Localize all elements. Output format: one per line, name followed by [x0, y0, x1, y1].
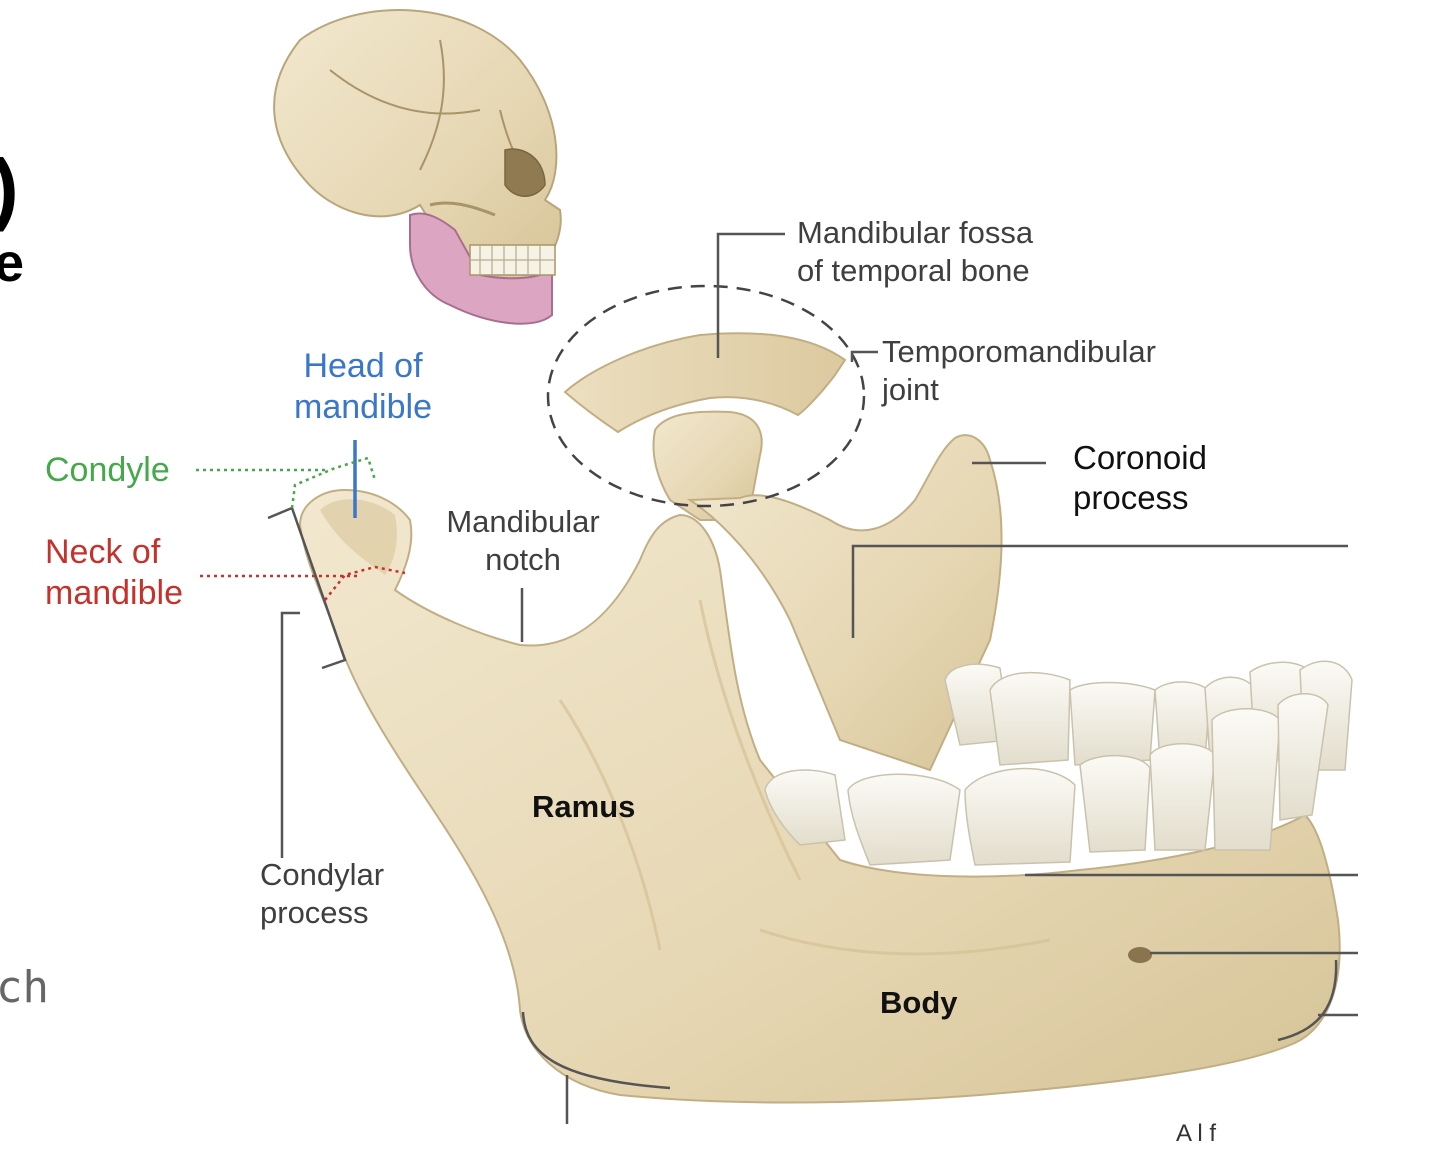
eye-socket	[504, 148, 546, 197]
far-ramus-body	[686, 434, 1003, 772]
label-head-of-mandible: Head of mandible	[294, 347, 432, 427]
tmj-dashed-outline	[546, 284, 866, 508]
condylar-leader	[280, 611, 300, 858]
bone-contour	[558, 599, 1051, 956]
fossa-leader	[716, 232, 785, 358]
head-shading	[320, 499, 397, 575]
lower-teeth-row	[764, 693, 1329, 866]
condylar-bracket	[267, 506, 347, 670]
teeth-lines	[470, 245, 555, 275]
angle-curve	[521, 1011, 671, 1090]
label-body: Body	[880, 985, 958, 1020]
right-leader-1	[851, 544, 1348, 638]
back-teeth-row	[944, 660, 1353, 771]
main-mandible	[298, 488, 1341, 1104]
mental-curve	[1277, 959, 1338, 1042]
label-condyle: Condyle	[45, 451, 170, 489]
label-coronoid-process: Coronoid process	[1073, 439, 1207, 517]
label-mandibular-notch: Mandibular notch	[446, 504, 600, 577]
label-temporomandibular-joint: Temporomandibular joint	[882, 334, 1156, 407]
zygomatic-arch	[429, 201, 496, 217]
tmj-leader	[850, 350, 878, 362]
left-fragment-ch: ch	[0, 962, 49, 1013]
left-fragment-e: e	[0, 233, 25, 293]
neck-indicator	[200, 565, 406, 601]
label-neck-of-mandible: Neck of mandible	[45, 533, 183, 613]
leader-lines	[267, 232, 1358, 1124]
label-condylar-process: Condylar process	[260, 857, 385, 930]
bottom-fragment: A l f	[1176, 1120, 1217, 1147]
skull-illustration	[273, 9, 562, 325]
far-ramus	[652, 410, 1003, 772]
left-fragment-paren: )	[0, 142, 19, 234]
far-condyle	[652, 410, 763, 521]
condyle-indicator	[196, 456, 377, 509]
label-ramus: Ramus	[532, 789, 636, 824]
label-mandibular-fossa: Mandibular fossa of temporal bone	[797, 215, 1034, 288]
highlighted-jaw	[409, 212, 553, 325]
mental-foramen	[1128, 947, 1152, 963]
mandible-body-shape	[298, 488, 1341, 1104]
mandibular-fossa-bone	[563, 332, 847, 434]
cranium-shape	[273, 9, 562, 287]
